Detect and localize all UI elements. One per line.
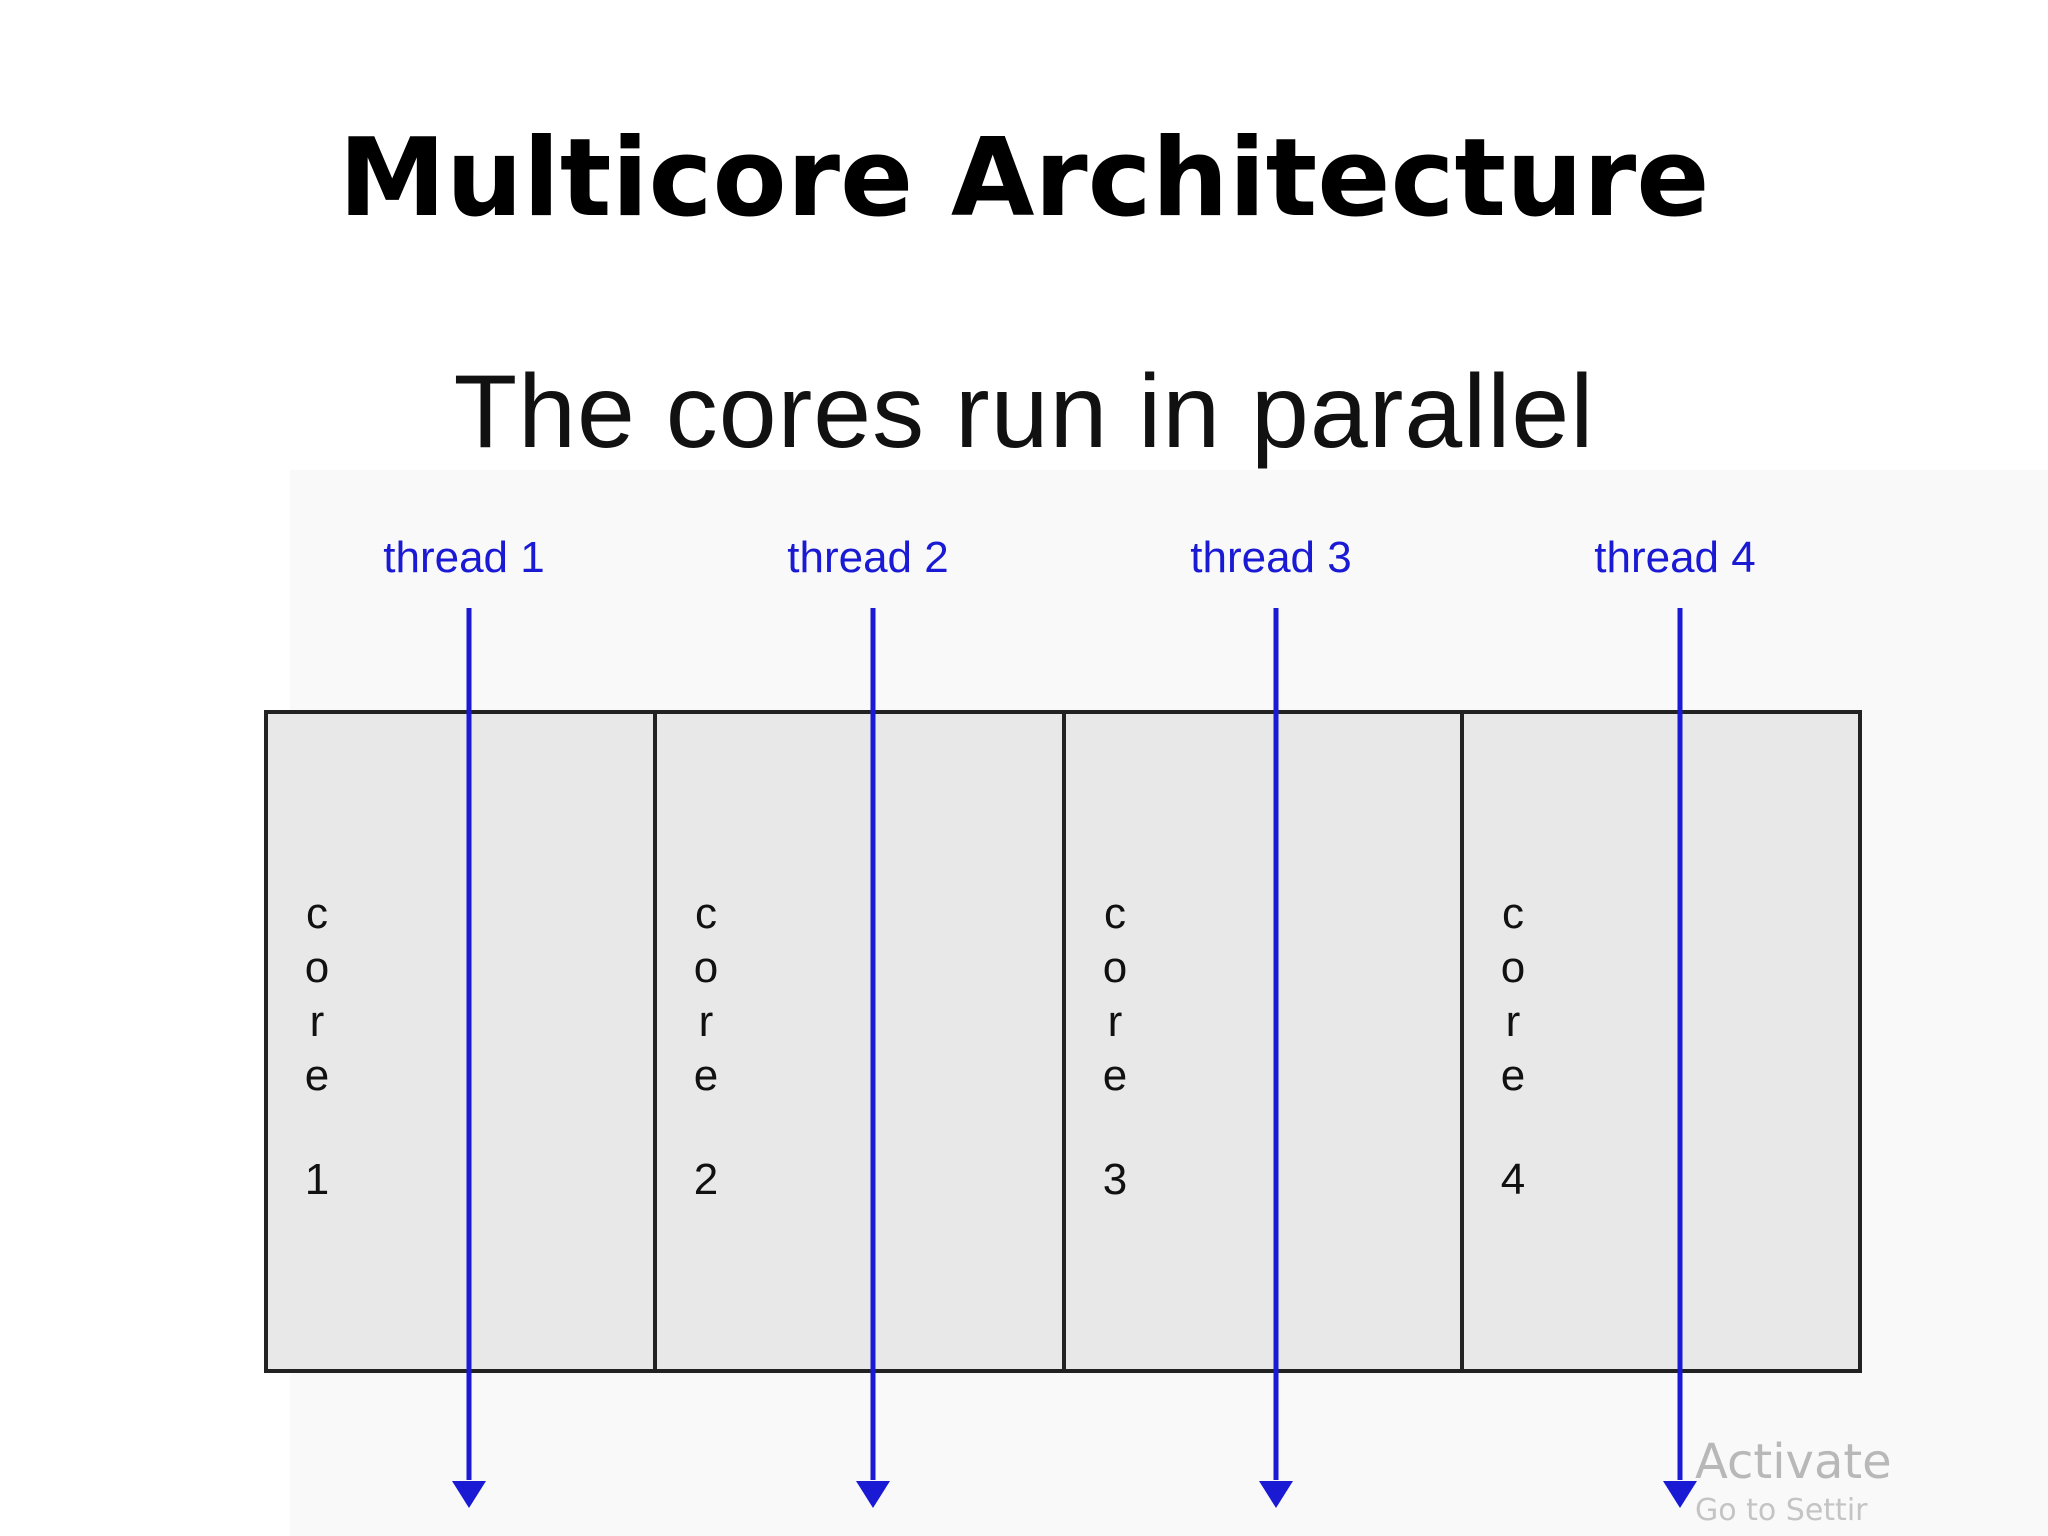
core-3-label-letter: c <box>1104 889 1126 938</box>
core-2-label-letter: r <box>699 997 714 1046</box>
core-1-label-letter: c <box>306 889 328 938</box>
thread-4-arrowhead <box>1663 1481 1697 1508</box>
thread-3-arrowhead <box>1259 1481 1293 1508</box>
core-1-label-letter: r <box>310 997 325 1046</box>
thread-4-label: thread 4 <box>1594 533 1755 582</box>
core-4-number: 4 <box>1501 1155 1525 1204</box>
core-4-label-letter: e <box>1501 1051 1525 1100</box>
core-1-label-letter: e <box>305 1051 329 1100</box>
core-2-label-letter: c <box>695 889 717 938</box>
core-3-number: 3 <box>1103 1155 1127 1204</box>
thread-1-label: thread 1 <box>383 533 544 582</box>
activation-watermark: Activate <box>1695 1434 1892 1490</box>
core-2-number: 2 <box>694 1155 718 1204</box>
slide-title: Multicore Architecture <box>338 116 1710 241</box>
activation-watermark-subtext: Go to Settir <box>1695 1493 1868 1528</box>
thread-2-label: thread 2 <box>787 533 948 582</box>
core-2-label-letter: o <box>694 943 718 992</box>
core-4-box <box>1460 710 1862 1373</box>
core-4-label-letter: c <box>1502 889 1524 938</box>
core-2-box <box>653 710 1066 1373</box>
thread-2-arrowhead <box>856 1481 890 1508</box>
core-3-box <box>1062 710 1464 1373</box>
thread-3-label: thread 3 <box>1190 533 1351 582</box>
core-4-label-letter: o <box>1501 943 1525 992</box>
core-3-label-letter: o <box>1103 943 1127 992</box>
core-1-box <box>264 710 657 1373</box>
core-3-label-letter: e <box>1103 1051 1127 1100</box>
figure-heading: The cores run in parallel <box>453 354 1595 470</box>
core-4-label-letter: r <box>1506 997 1521 1046</box>
core-2-label-letter: e <box>694 1051 718 1100</box>
thread-1-arrowhead <box>452 1481 486 1508</box>
core-1-number: 1 <box>305 1155 329 1204</box>
core-1-label-letter: o <box>305 943 329 992</box>
core-3-label-letter: r <box>1108 997 1123 1046</box>
